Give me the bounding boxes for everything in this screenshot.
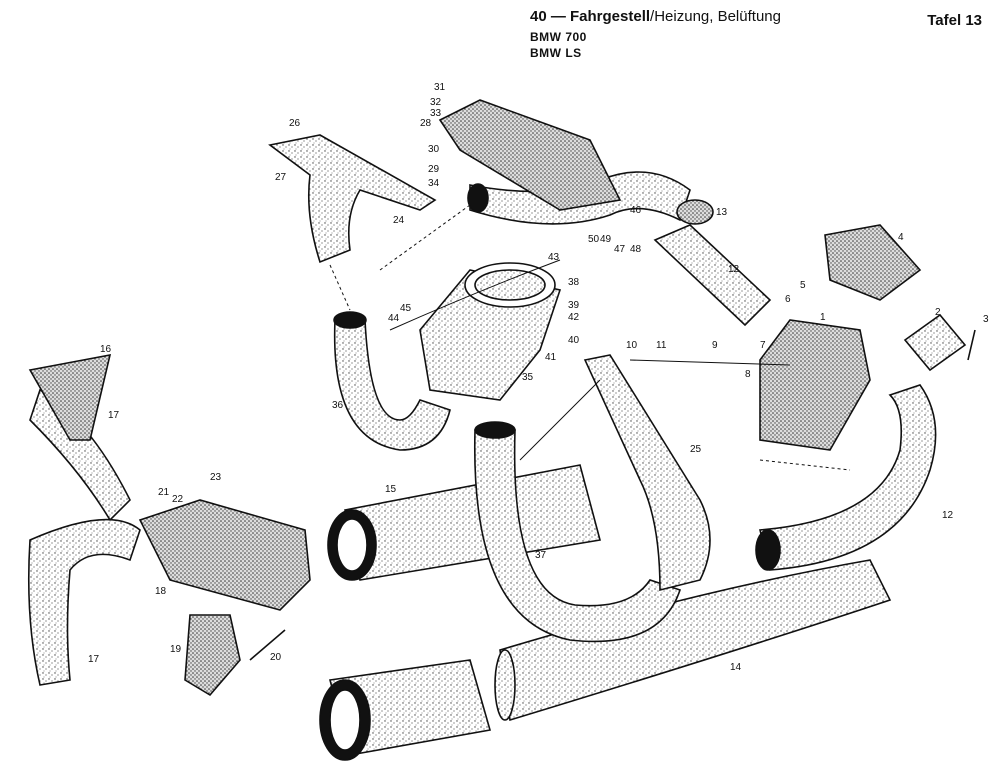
part-number-9: 9 (712, 340, 718, 351)
part-number-46: 46 (630, 205, 642, 216)
plate-2 (903, 313, 967, 372)
part-number-3: 3 (983, 314, 989, 325)
model-label-1: BMW 700 (530, 30, 587, 44)
part-number-18: 18 (155, 586, 167, 597)
part-number-4: 4 (898, 232, 904, 243)
part-number-8: 8 (745, 369, 751, 380)
valve-housing-1 (759, 319, 871, 451)
part-number-28: 28 (420, 118, 432, 129)
part-number-23: 23 (210, 472, 222, 483)
cable-9 (629, 359, 791, 366)
part-number-36: 36 (332, 400, 344, 411)
part-number-29: 29 (428, 164, 440, 175)
housing-18 (138, 499, 311, 611)
hose-17-lower (27, 518, 141, 686)
housing-28 (438, 99, 622, 211)
plate-number: Tafel 13 (927, 12, 982, 29)
bracket-24 (268, 134, 437, 264)
part-number-5: 5 (800, 280, 806, 291)
part-number-47: 47 (614, 244, 626, 255)
part-number-45: 45 (400, 303, 412, 314)
cover-4 (824, 224, 922, 301)
part-number-19: 19 (170, 644, 182, 655)
part-number-38: 38 (568, 277, 580, 288)
part-number-22: 22 (172, 494, 184, 505)
cable-link (519, 379, 601, 461)
cable-43 (389, 259, 561, 331)
part-number-17-lower: 17 (88, 654, 100, 665)
part-number-31: 31 (434, 82, 446, 93)
part-number-17-upper: 17 (108, 410, 120, 421)
tube-12-right (758, 384, 937, 571)
cover-19 (184, 614, 241, 697)
part-number-49: 49 (600, 234, 612, 245)
part-number-7: 7 (760, 340, 766, 351)
part-number-6: 6 (785, 294, 791, 305)
part-number-15: 15 (385, 484, 397, 495)
diagram-title: 40 — Fahrgestell/Heizung, Belüftung (530, 8, 781, 25)
part-number-21: 21 (158, 487, 170, 498)
part-number-25: 25 (690, 444, 702, 455)
part-number-32: 32 (430, 97, 442, 108)
part-number-33: 33 (430, 108, 442, 119)
part-number-39: 39 (568, 300, 580, 311)
part-number-11: 11 (656, 340, 667, 351)
part-number-24: 24 (393, 215, 405, 226)
part-number-26: 26 (289, 118, 301, 129)
part-number-37: 37 (535, 550, 547, 561)
tube-15 (344, 464, 601, 581)
part-number-16: 16 (100, 344, 112, 355)
part-number-12-upper: 12 (728, 264, 740, 275)
tube-14 (499, 559, 892, 722)
part-number-14: 14 (730, 662, 742, 673)
part-number-1: 1 (820, 312, 826, 323)
part-number-27: 27 (275, 172, 287, 183)
hose-37 (473, 429, 682, 643)
bracket-16 (28, 353, 112, 441)
part-number-12-right: 12 (942, 510, 954, 521)
part-number-40: 40 (568, 335, 580, 346)
part-number-50: 50 (588, 234, 600, 245)
part-number-35: 35 (522, 372, 534, 383)
title-sub: /Heizung, Belüftung (650, 8, 781, 25)
hose-12-upper (653, 224, 772, 327)
part-number-2: 2 (935, 307, 941, 318)
part-number-20: 20 (270, 652, 282, 663)
part-number-42: 42 (568, 312, 580, 323)
part-number-43: 43 (548, 252, 560, 263)
part-number-30: 30 (428, 144, 440, 155)
hose-36 (333, 319, 451, 451)
part-number-48: 48 (630, 244, 642, 255)
part-number-41: 41 (545, 352, 557, 363)
part-number-13: 13 (716, 207, 728, 218)
part-number-34: 34 (428, 178, 440, 189)
title-main: 40 — Fahrgestell (530, 8, 651, 25)
part-number-10: 10 (626, 340, 638, 351)
model-label-2: BMW LS (530, 46, 582, 60)
part-number-44: 44 (388, 313, 400, 324)
lever-25 (583, 354, 711, 592)
